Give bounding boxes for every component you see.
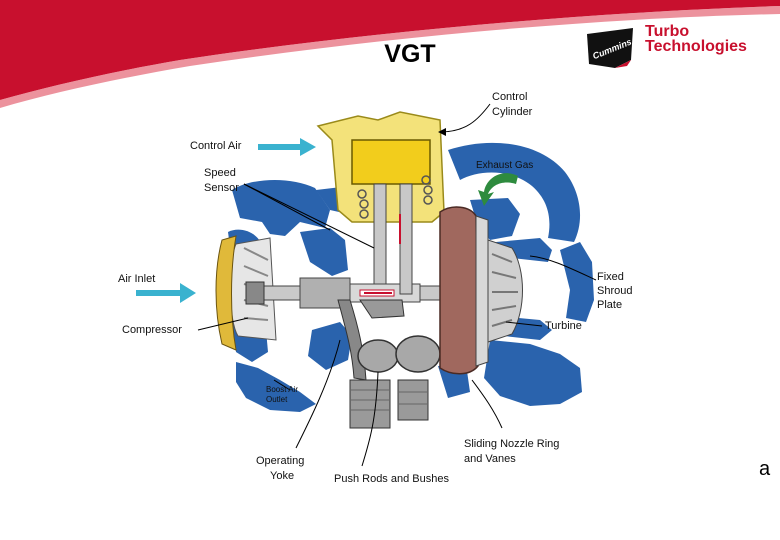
control-air-label: Control Air: [190, 140, 242, 152]
corner-mark: a: [759, 458, 771, 480]
fixed-shroud-label-2: Shroud: [597, 285, 632, 297]
push-rods: [373, 183, 413, 295]
compressor-label: Compressor: [122, 324, 182, 336]
nozzle-ring-label-2: and Vanes: [464, 453, 516, 465]
boost-air-label-1: Boost Air: [266, 385, 298, 394]
control-air-arrow-icon: [258, 138, 316, 156]
speed-sensor-label-1: Speed: [204, 167, 236, 179]
exhaust-gas-arrow-icon: [478, 173, 518, 206]
brand-name: Turbo Technologies: [645, 23, 747, 55]
operating-yoke-label-2: Yoke: [270, 470, 294, 482]
fixed-shroud-label-1: Fixed: [597, 271, 624, 283]
turbine-label: Turbine: [545, 320, 582, 332]
speed-sensor-label-2: Sensor: [204, 182, 239, 194]
slide-title: VGT: [384, 40, 436, 68]
push-rods-label: Push Rods and Bushes: [334, 473, 449, 485]
turbine-wheel: [487, 239, 523, 343]
turbo-shaft: [245, 277, 489, 309]
nozzle-ring: [439, 206, 489, 375]
air-inlet-arrow-icon: [136, 283, 196, 303]
control-cylinder-label-2: Cylinder: [492, 106, 533, 118]
boost-air-label-2: Outlet: [266, 395, 288, 404]
exhaust-gas-label: Exhaust Gas: [476, 160, 533, 171]
cummins-logo: Cummins: [587, 28, 633, 68]
fixed-shroud-label-3: Plate: [597, 299, 622, 311]
control-cylinder-label-1: Control: [492, 91, 527, 103]
brand-line-2: Technologies: [645, 38, 747, 55]
bushes: [349, 335, 441, 429]
operating-yoke-label-1: Operating: [256, 455, 304, 467]
brand-line-1: Turbo: [645, 23, 690, 40]
nozzle-ring-label-1: Sliding Nozzle Ring: [464, 438, 559, 450]
air-inlet-label: Air Inlet: [118, 273, 155, 285]
